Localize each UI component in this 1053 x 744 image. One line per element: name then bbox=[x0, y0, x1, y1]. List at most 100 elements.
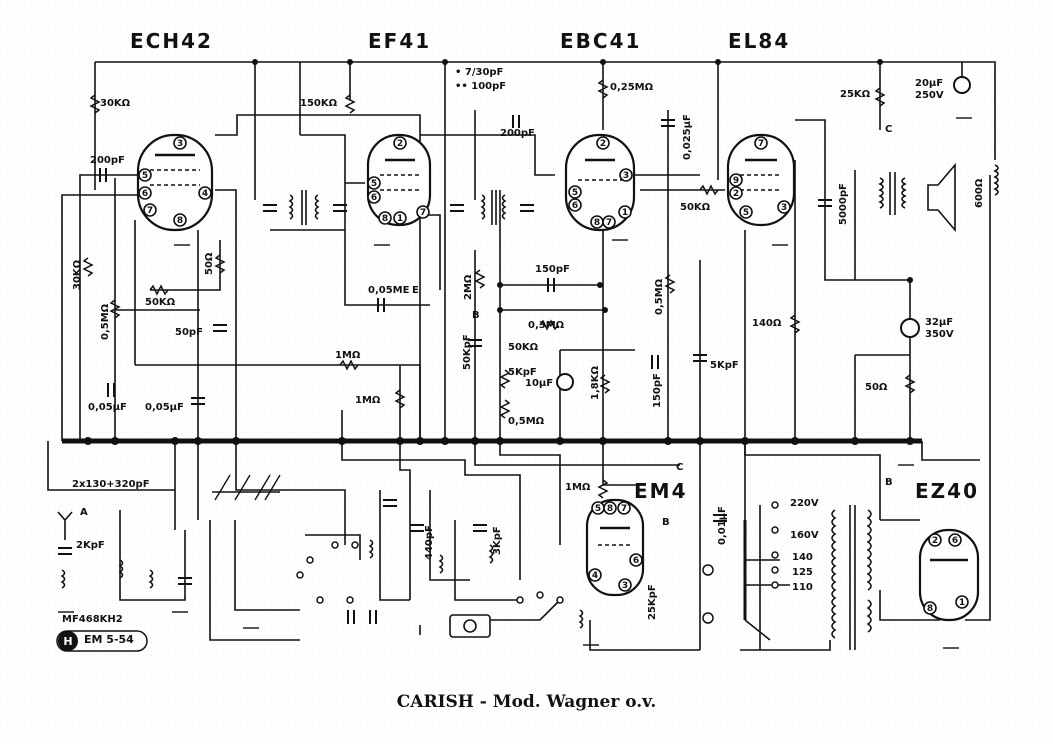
junction-dots bbox=[84, 59, 914, 445]
antenna-icon bbox=[57, 511, 73, 540]
ebc41-pin: 7 bbox=[602, 215, 616, 229]
band-switch bbox=[296, 501, 779, 624]
ebc41-pin: 6 bbox=[568, 198, 582, 212]
svg-text:6: 6 bbox=[952, 536, 958, 546]
label-c-200-left: 200pF bbox=[90, 155, 125, 166]
svg-text:4: 4 bbox=[202, 189, 208, 199]
component-labels: 30KΩ 150KΩ • 7/30pF •• 100pF 0,25MΩ 200p… bbox=[62, 67, 985, 625]
label-point-b3: B bbox=[885, 477, 893, 488]
label-r-25k: 25KΩ bbox=[840, 89, 871, 100]
svg-text:6: 6 bbox=[371, 193, 377, 203]
label-point-c1: C bbox=[885, 124, 892, 135]
label-r-025m: 0,25MΩ bbox=[610, 82, 654, 93]
em-badge-icon: H bbox=[56, 630, 148, 652]
label-r-05m-vol: 0,5MΩ bbox=[654, 278, 665, 315]
el84-pin: 9 bbox=[729, 173, 743, 187]
tube-label-ef41: EF41 bbox=[368, 29, 431, 53]
svg-text:H: H bbox=[63, 635, 72, 648]
tube-label-ez40: EZ40 bbox=[915, 479, 979, 503]
label-ifname: MF468KH2 bbox=[62, 614, 123, 625]
label-c-150-low: 150pF bbox=[652, 373, 663, 408]
em4-pin: 7 bbox=[617, 501, 631, 515]
tube-grids bbox=[150, 169, 782, 546]
label-c-005-a: 0,05μF bbox=[88, 402, 127, 413]
label-c-005-b: 0,05μF bbox=[145, 402, 184, 413]
label-v-140: 140 bbox=[792, 552, 813, 563]
label-r-30k: 30KΩ bbox=[100, 98, 131, 109]
pickup-jack bbox=[449, 614, 491, 638]
label-c-440: 440pF bbox=[424, 525, 435, 560]
ebc41-pin: 5 bbox=[568, 185, 582, 199]
ech42-pin: 4 bbox=[198, 186, 212, 200]
label-c-25kpf: 25KpF bbox=[647, 584, 658, 620]
em4-pin: 6 bbox=[629, 553, 643, 567]
ef41-pin: 7 bbox=[416, 205, 430, 219]
svg-text:5: 5 bbox=[595, 504, 601, 514]
svg-text:7: 7 bbox=[621, 504, 627, 514]
tube-label-ech42: ECH42 bbox=[130, 29, 213, 53]
label-r-30k-vert: 30KΩ bbox=[72, 259, 83, 290]
ebc41-pin: 1 bbox=[618, 205, 632, 219]
label-c-3kpf: 3KpF bbox=[492, 526, 503, 555]
label-r-05m-left: 0,5MΩ bbox=[100, 303, 111, 340]
tuning-gang bbox=[212, 474, 281, 501]
ebc41-pin: 3 bbox=[619, 168, 633, 182]
label-r-05m-low: 0,5MΩ bbox=[508, 416, 545, 427]
label-point-e: E bbox=[412, 285, 419, 296]
label-c-2kpf: 2KpF bbox=[76, 540, 105, 551]
label-r-1m-b: 1MΩ bbox=[355, 395, 381, 406]
label-r-150k: 150KΩ bbox=[300, 98, 338, 109]
tube-envelopes bbox=[136, 133, 980, 622]
em4-pin: 4 bbox=[588, 568, 602, 582]
label-r-1m-a: 1MΩ bbox=[335, 350, 361, 361]
label-c-32: 32μF bbox=[925, 317, 953, 328]
resistors bbox=[82, 79, 916, 499]
label-c-5kpf-r: 5KpF bbox=[710, 360, 739, 371]
diagram-caption: CARISH - Mod. Wagner o.v. bbox=[396, 692, 657, 712]
em-badge-label: EM 5-54 bbox=[84, 633, 134, 646]
ez40-pin: 2 bbox=[928, 533, 942, 547]
em4-pin: 5 bbox=[591, 501, 605, 515]
if-transformers bbox=[60, 162, 999, 650]
svg-text:3: 3 bbox=[781, 203, 787, 213]
tube-label-em4: EM4 bbox=[634, 479, 687, 503]
svg-text:9: 9 bbox=[733, 176, 739, 186]
em4-pin: 3 bbox=[618, 578, 632, 592]
svg-text:7: 7 bbox=[606, 218, 612, 228]
label-r-1m-em: 1MΩ bbox=[565, 482, 591, 493]
label-r-2m: 2MΩ bbox=[463, 274, 474, 300]
svg-text:8: 8 bbox=[594, 218, 600, 228]
ground-icon bbox=[58, 117, 972, 649]
label-c-0025: 0,025μF bbox=[682, 114, 693, 160]
svg-text:5: 5 bbox=[743, 208, 749, 218]
svg-text:6: 6 bbox=[633, 556, 639, 566]
label-v-220: 220V bbox=[790, 498, 819, 509]
label-v-160: 160V bbox=[790, 530, 819, 541]
svg-text:8: 8 bbox=[927, 604, 933, 614]
tube-pins: 3 5 6 7 8 4 2 5 6 8 1 7 2 3 5 6 8 7 1 7 … bbox=[138, 136, 969, 615]
label-r-50k-el: 50KΩ bbox=[680, 202, 711, 213]
label-c-50kpf: 50KpF bbox=[462, 334, 473, 370]
label-v-110: 110 bbox=[792, 582, 813, 593]
ebc41-pin: 2 bbox=[596, 136, 610, 150]
ech42-pin: 5 bbox=[138, 168, 152, 182]
label-c-200-mid: 200pF bbox=[500, 128, 535, 139]
tube-plates bbox=[155, 153, 968, 562]
ez40-pin: 1 bbox=[955, 595, 969, 609]
ef41-pin: 5 bbox=[367, 176, 381, 190]
label-r-140: 140Ω bbox=[752, 318, 782, 329]
capacitors bbox=[58, 81, 969, 624]
svg-text:7: 7 bbox=[147, 206, 153, 216]
el84-pin: 3 bbox=[777, 200, 791, 214]
ef41-pin: 2 bbox=[393, 136, 407, 150]
label-r-03m: 0,3MΩ bbox=[528, 320, 565, 331]
svg-text:5: 5 bbox=[371, 179, 377, 189]
label-r-600: 600Ω bbox=[974, 178, 985, 208]
label-v-350: 350V bbox=[925, 329, 954, 340]
svg-text:1: 1 bbox=[622, 208, 628, 218]
svg-text:2: 2 bbox=[932, 536, 938, 546]
svg-text:2: 2 bbox=[397, 139, 403, 149]
tube-label-el84: EL84 bbox=[728, 29, 790, 53]
svg-text:8: 8 bbox=[382, 214, 388, 224]
label-v-125: 125 bbox=[792, 567, 813, 578]
